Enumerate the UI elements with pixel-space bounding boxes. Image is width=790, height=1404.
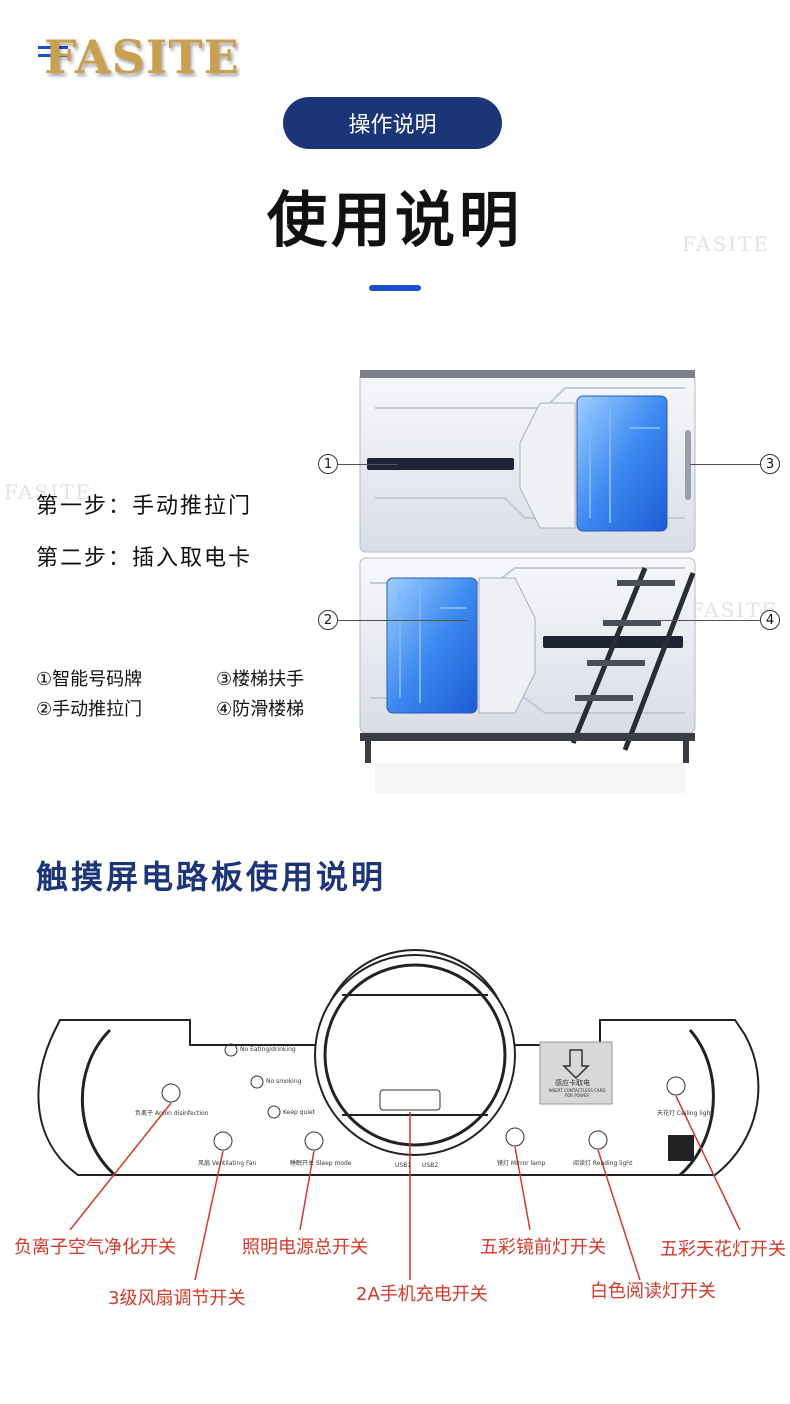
board-label: 风扇 Ventilating Fan [198, 1160, 257, 1167]
callout-anion: 负离子空气净化开关 [14, 1237, 176, 1258]
callout-reading: 白色阅读灯开关 [590, 1281, 716, 1302]
board-label: No smoking [266, 1078, 302, 1085]
logo-lines [38, 46, 68, 62]
board-label: 阅读灯 Reading light [573, 1160, 633, 1167]
callout-usb: 2A手机充电开关 [356, 1284, 488, 1305]
legend-item-2: ②手动推拉门 [36, 699, 143, 720]
callout-ceiling: 五彩天花灯开关 [660, 1239, 786, 1260]
step-2: 第二步：插入取电卡 [36, 546, 253, 571]
callout-fan: 3级风扇调节开关 [108, 1288, 246, 1309]
callout-mirror: 五彩镜前灯开关 [480, 1237, 606, 1258]
page-title: 使用说明 [267, 186, 523, 256]
leader-line [690, 464, 760, 465]
board-card-label: INSERT CONTACTLESS CARD FOR POWER [548, 1088, 606, 1098]
board-label: 天花灯 Ceiling light [657, 1110, 713, 1117]
section-pill: 操作说明 [283, 97, 502, 149]
board-label: 负离子 Anion disinfection [135, 1110, 209, 1117]
brand-logo: FASITE [44, 30, 240, 84]
leader-line [655, 620, 760, 621]
board-label: USB2 [422, 1162, 439, 1169]
title-underline [369, 285, 421, 291]
board-label: No Eating/drinking [240, 1046, 296, 1053]
control-panel-illustration [37, 949, 760, 1281]
legend-item-3: ③楼梯扶手 [216, 669, 305, 690]
watermark: FASITE [682, 232, 771, 256]
marker-4: 4 [760, 610, 780, 630]
board-label: 镜灯 Mirror lamp [497, 1160, 546, 1167]
marker-1: 1 [318, 454, 338, 474]
legend-item-4: ④防滑楼梯 [216, 699, 305, 720]
section-title: 触摸屏电路板使用说明 [36, 858, 387, 896]
marker-2: 2 [318, 610, 338, 630]
watermark: FASITE [4, 480, 93, 504]
capsule-bed-illustration [359, 370, 696, 793]
step-1: 第一步：手动推拉门 [36, 494, 253, 519]
marker-3: 3 [760, 454, 780, 474]
leader-line [338, 464, 398, 465]
board-label: 睡眠开关 Sleep mode [290, 1160, 352, 1167]
board-card-label: 感应卡取电 [555, 1079, 590, 1087]
callout-main-power: 照明电源总开关 [242, 1237, 368, 1258]
board-label: USB1 [395, 1162, 412, 1169]
board-label: Keep quiet [283, 1109, 316, 1116]
legend-item-1: ①智能号码牌 [36, 669, 143, 690]
leader-line [338, 620, 468, 621]
